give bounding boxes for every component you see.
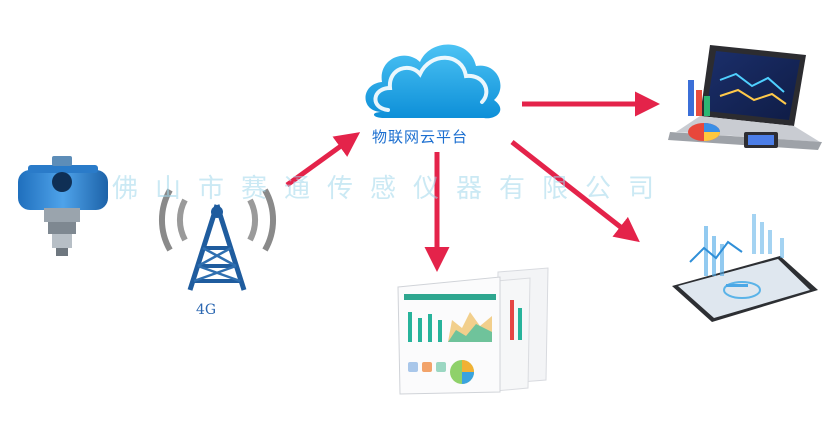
dashboard-screens-icon <box>397 267 549 395</box>
pressure-sensor-icon <box>18 156 108 256</box>
flow-arrows <box>285 91 660 272</box>
laptop-dashboard-icon <box>668 45 822 150</box>
arrow-tower-to-cloud <box>285 132 361 188</box>
cloud-platform-label: 物联网云平台 <box>372 128 469 146</box>
network-label: 4G <box>196 302 217 318</box>
smartphone-analytics-icon <box>672 214 818 322</box>
cell-tower-icon <box>158 188 277 291</box>
cloud-icon <box>365 44 501 119</box>
arrow-cloud-to-phone <box>510 140 640 243</box>
company-watermark: 佛山市赛通传感仪器有限公司 <box>112 174 672 204</box>
